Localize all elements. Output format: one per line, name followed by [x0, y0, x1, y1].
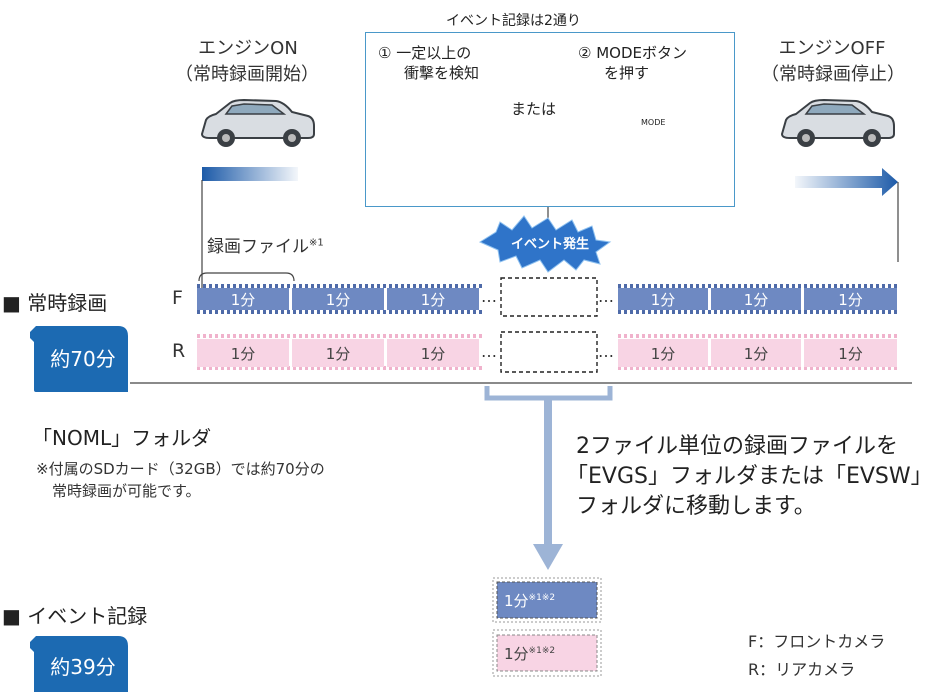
sd-note-line2: 常時録画が可能です。 [52, 482, 201, 500]
sd-note-line1: ※付属のSDカード（32GB）では約70分の [36, 460, 325, 478]
recording-file-label: 録画ファイル※1 [207, 237, 324, 257]
legend-front: F：フロントカメラ [748, 632, 886, 651]
legend-rear: R：リアカメラ [748, 660, 856, 679]
car-icon-engine-off [781, 99, 895, 148]
segment-R: 1分 [711, 339, 801, 367]
engine-off-sublabel: （常時録画停止） [761, 64, 905, 85]
event-record-title: ■ イベント記録 [2, 604, 148, 628]
continuous-title: ■ 常時録画 [2, 291, 108, 315]
engine-off-label: エンジンOFF [778, 38, 886, 59]
sd-card-icon-event [30, 636, 128, 692]
event-file-R [496, 634, 598, 672]
row-R-label: R [172, 340, 186, 362]
move-text-line3: フォルダに移動します。 [576, 494, 816, 519]
event-file-F-label: 1分※1※2 [504, 592, 556, 610]
sd-card-icon [30, 326, 128, 392]
segment-F: 1分 [387, 288, 479, 310]
option2-line2: を押す [604, 64, 650, 82]
option1-line2: 衝撃を検知 [404, 64, 480, 82]
segment-F: 1分 [197, 288, 289, 310]
segment-R: 1分 [292, 339, 384, 367]
continuous-card-label: 約70分 [50, 347, 116, 371]
event-card-label: 約39分 [50, 655, 116, 679]
move-text-line1: 2ファイル単位の録画ファイルを [576, 434, 898, 459]
segment-R: 1分 [197, 339, 289, 367]
option2-line1: ② MODEボタン [578, 44, 687, 62]
segment-F: 1分 [804, 288, 897, 310]
mode-button-label: MODE [641, 118, 666, 127]
segment-R: 1分 [804, 339, 897, 367]
segment-F: 1分 [292, 288, 384, 310]
ellipsis: … [598, 342, 614, 361]
event-file-R-label: 1分※1※2 [504, 645, 556, 663]
event-method-box [365, 32, 735, 207]
engine-on-sublabel: （常時録画開始） [175, 64, 319, 85]
segment-F: 1分 [711, 288, 801, 310]
car-icon-engine-on [201, 99, 315, 148]
event-file-F [496, 581, 598, 619]
or-text: または [511, 100, 557, 118]
noml-folder-label: 「NOML」フォルダ [32, 426, 212, 450]
starburst-icon [478, 215, 612, 273]
ellipsis: … [481, 342, 497, 361]
engine-on-label: エンジンON [198, 38, 298, 59]
segment-F: 1分 [618, 288, 708, 310]
event-occurs-label: イベント発生 [510, 237, 589, 252]
segment-R: 1分 [387, 339, 479, 367]
row-F-label: F [172, 287, 183, 309]
ellipsis: … [598, 287, 614, 306]
option1-line1: ① 一定以上の [378, 44, 472, 62]
event-types-title: イベント記録は2通り [446, 13, 581, 29]
segment-R: 1分 [618, 339, 708, 367]
move-text-line2: 「EVGS」フォルダまたは「EVSW」 [566, 464, 931, 489]
ellipsis: … [481, 287, 497, 306]
